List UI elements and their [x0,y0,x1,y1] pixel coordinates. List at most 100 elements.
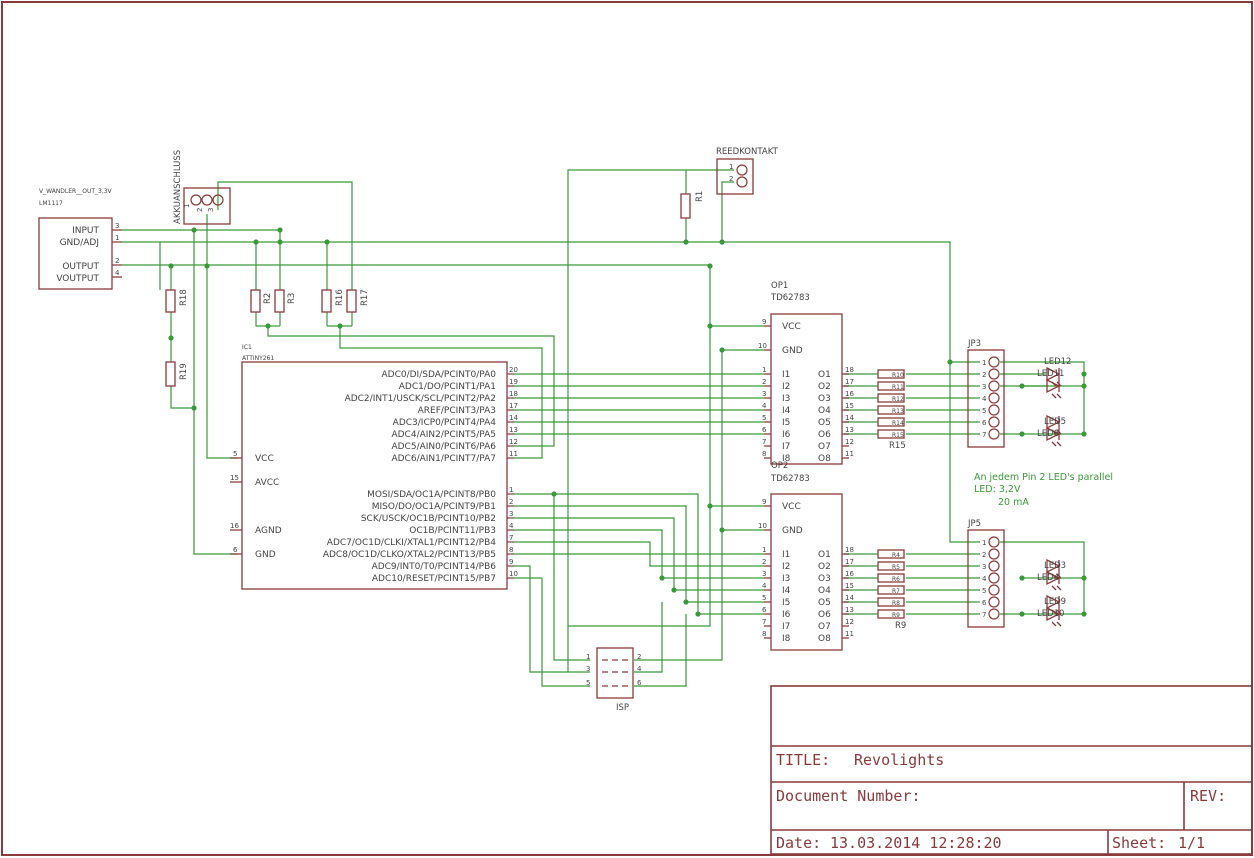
bank-resistor [877,393,905,403]
mcu-pin-number: 7 [509,534,513,542]
isp-name: ISP [616,703,629,713]
regulator-pin-label: INPUT [72,226,99,236]
microcontroller: IC1 ATTINY261 VCC AVCC AGND GND 5 15 16 … [230,344,519,590]
header-pin [988,392,1000,404]
driver-pin-number: 4 [762,402,767,410]
driver-pin-label: O5 [818,418,831,428]
driver-pin-number: 9 [762,498,766,506]
driver-pin-label: O8 [818,454,831,464]
driver-pin-label: I1 [782,370,790,380]
mcu-pin-number: 3 [509,510,513,518]
regulator-pin-label: OUTPUT [62,262,99,272]
regulator-name: V_WANDLER__OUT_3,3V [39,188,113,195]
driver-pin-label: I2 [782,562,790,572]
driver-pin-number: 11 [845,450,854,458]
bank-resistor-label: R9 [892,612,900,619]
led-label: LED6 [1037,429,1059,439]
driver-pin-number: 7 [762,438,766,446]
resistor-label: R16 [335,289,345,306]
bank-resistor-label: R5 [892,564,900,571]
resistor-label: R3 [287,293,297,304]
driver-pin-number: 11 [845,630,854,638]
regulator-pin-label: VOUTPUT [56,274,99,284]
driver-pin-number: 14 [845,414,854,422]
title-value: Revolights [854,751,944,769]
rev-label: REV: [1190,787,1226,805]
header-pin [988,548,1000,560]
led-label: LED11 [1037,369,1064,379]
battery-connector-name: AKKUANSCHLUSS [173,150,183,224]
driver-pin-label: O7 [818,442,831,452]
driver-pin-label: I1 [782,550,790,560]
header-pin [988,428,1000,440]
driver-pin-label: I8 [782,634,791,644]
header-pin-number: 4 [982,575,987,583]
mcu-pin-number: 18 [509,390,518,398]
header-pin-number: 6 [982,419,987,427]
voltage-regulator: V_WANDLER__OUT_3,3V LM1117 INPUT GND/ADJ… [38,188,120,290]
mcu-pin-number: 11 [509,450,518,458]
mcu-pin-label: ADC9/INT0/T0/PCINT14/PB6 [372,562,497,572]
header-pin-number: 6 [982,599,987,607]
mcu-pin-number: 10 [509,570,518,578]
mcu-pin-label: OC1B/PCINT11/PB3 [409,526,496,536]
driver-pin-label: I7 [782,622,790,632]
mcu-pin-label: ADC0/DI/SDA/PCINT0/PA0 [381,370,496,380]
bank-resistor-label: R14 [892,420,904,427]
mcu-pin-label: ADC8/OC1D/CLKO/XTAL2/PCINT13/PB5 [323,550,496,560]
wires [112,169,1085,687]
mcu-pin-number: 6 [233,546,238,554]
header-pin [988,356,1000,368]
isp-pin-number: 1 [586,653,590,661]
bank-resistor-label: R11 [892,384,904,391]
junctions [168,227,1087,617]
header-pin [988,416,1000,428]
led-symbol [1046,606,1062,627]
bank-resistor-label: R15 [892,432,904,439]
mcu-pin-label: ADC2/INT1/USCK/SCL/PCINT2/PA2 [345,394,496,404]
design-note: An jedem Pin 2 LED's parallel LED: 3,2V … [974,472,1113,508]
bank-resistor [877,573,905,583]
driver-pin-label: O1 [818,550,831,560]
header-pin-number: 7 [982,611,986,619]
driver-pin-number: 13 [845,426,854,434]
header-pin [988,380,1000,392]
isp-pin-number: 6 [637,679,642,687]
header-pin [988,368,1000,380]
driver-pin-number: 12 [845,618,854,626]
mcu-pin-label: GND [255,550,276,560]
bank-resistor-label: R4 [892,552,900,559]
mcu-pin-number: 8 [509,546,513,554]
bank-resistor-label: R6 [892,576,900,583]
driver-value: TD62783 [770,293,810,303]
header-pin [988,596,1000,608]
mcu-pin-number: 16 [230,522,239,530]
driver-pin-label: O5 [818,598,831,608]
regulator-value: LM1117 [39,200,63,207]
driver-pin-label: O3 [818,574,831,584]
bank-resistor [877,561,905,571]
mcu-pin-label: MOSI/SDA/OC1A/PCINT8/PB0 [367,490,496,500]
bank-resistor [877,381,905,391]
driver-pin-number: 9 [762,318,766,326]
driver-pin-label: I6 [782,610,791,620]
mcu-pin-label: ADC7/OC1D/CLKI/XTAL1/PCINT12/PB4 [327,538,496,548]
bank-resistor [877,417,905,427]
bank-resistor [877,549,905,559]
driver-pin-label: I5 [782,598,790,608]
driver-name: OP1 [771,281,788,291]
driver-pin-number: 2 [762,558,766,566]
driver-pin-number: 1 [762,366,766,374]
bank-resistor [877,609,905,619]
isp-pin-number: 3 [586,665,590,673]
driver-pin-label: GND [782,346,803,356]
header-pin-number: 4 [982,395,987,403]
header-pin [988,608,1000,620]
driver-pin-label: O4 [818,586,831,596]
bank-resistor [877,585,905,595]
